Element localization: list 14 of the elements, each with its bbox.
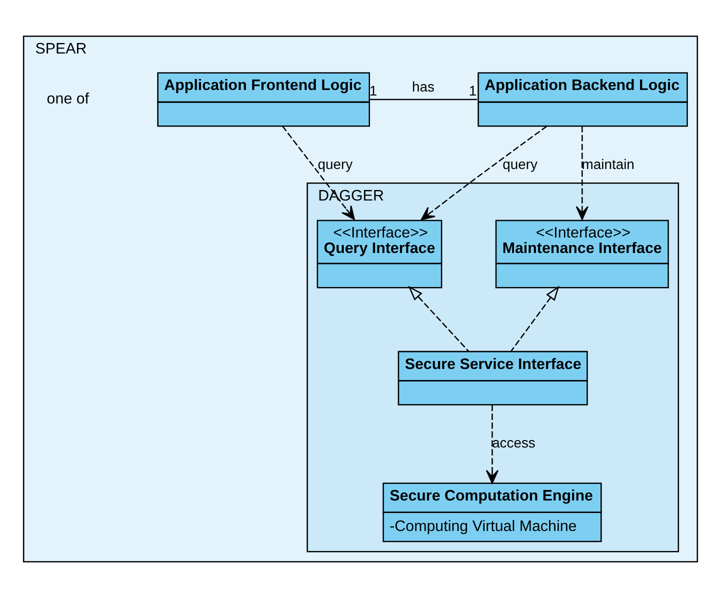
arrow: [486, 404, 499, 484]
label: 1: [468, 82, 477, 98]
arrow: [408, 285, 470, 352]
edge-label: query: [502, 155, 538, 172]
arrow: [510, 285, 560, 352]
label: 1: [369, 82, 378, 98]
connector: [368, 98, 478, 100]
label: one of: [46, 90, 90, 107]
arrow: [420, 125, 548, 220]
arrow: [282, 125, 355, 220]
edge-label: query: [318, 155, 353, 172]
edge-label: has: [412, 78, 434, 94]
arrow: [576, 126, 588, 220]
edge-label: maintain: [582, 155, 634, 172]
